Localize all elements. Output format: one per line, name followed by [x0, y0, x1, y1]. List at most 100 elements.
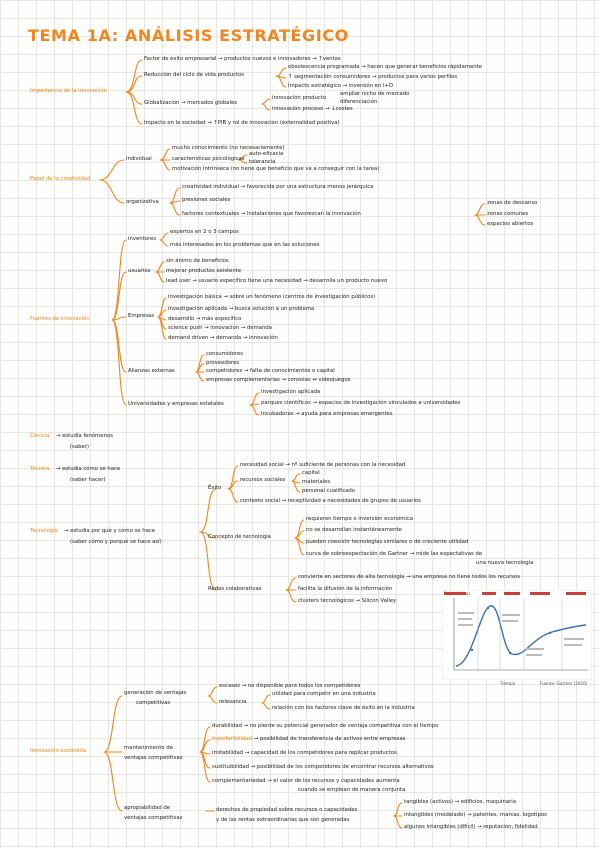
note-line: personal cualificado — [302, 488, 356, 494]
note-line: sustituibilidad → posibilidad de los com… — [212, 764, 434, 770]
note-line: y de las rentas extraordinarias que son … — [216, 817, 350, 823]
note-line: Factor de éxito empresarial → productos … — [144, 56, 341, 62]
branch-label: individual — [126, 156, 152, 162]
creativity-root: Papel de la creatividad — [30, 176, 91, 182]
note-line: escasez → no disponible para todos los c… — [219, 683, 361, 689]
note-line: → estudia por qué y cómo se hace — [64, 528, 156, 534]
highlighted-term: transferibilidad — [212, 736, 254, 742]
note-line: sin ánimo de beneficios — [166, 258, 229, 264]
note-line: consumidores — [206, 351, 243, 357]
note-line: expertos en 2 o 3 campos — [170, 229, 239, 235]
note-line: obsolescencia programada → hacen que gen… — [288, 64, 482, 70]
note-line: mucho conocimiento (no necesariamente) — [172, 145, 285, 151]
sources-root: Fuentes de innovación — [30, 316, 90, 322]
branch-label: ventajas competitivas — [124, 755, 183, 761]
note-line: cuando se emplean de manera conjunta — [298, 787, 406, 793]
connector — [125, 75, 143, 93]
note-line: materiales — [302, 479, 331, 485]
note-line: características psicológicas — [172, 156, 245, 162]
note-line: no se desarrollan instantáneamente — [306, 527, 402, 533]
branch-label: inventores — [128, 236, 156, 242]
note-line: investigación aplicada — [261, 389, 321, 395]
chart-ylabel: Expectativas — [444, 591, 471, 596]
ciencia-term: Ciencia — [30, 433, 50, 439]
note-line: (saber cómo y porqué se hace así) — [70, 539, 162, 545]
note-line: empresas complementarias → consolas ↔ vi… — [206, 377, 351, 383]
note-line: creatividad individual → favorecida por … — [182, 184, 374, 190]
note-line: ↑ segmentación consumidores → productos … — [288, 74, 458, 80]
sustained-innovation-root: Innovación sostenida — [30, 748, 87, 754]
connector — [125, 59, 143, 93]
note-line: incubadoras → ayuda para empresas emerge… — [261, 411, 393, 417]
branch-label: apropiabilidad de — [124, 805, 171, 811]
chart-source: Fuente: Gartner (2016) — [540, 681, 588, 686]
note-line: → estudia cómo se hace — [56, 466, 121, 472]
note-line: curva de sobreexpectación de Gartner → m… — [306, 551, 483, 557]
note-line: motivación intrínseca (no tiene que bene… — [172, 166, 380, 172]
note-line: facilita la difusión de la información — [298, 586, 393, 592]
branch-label: Alianzas externas — [128, 368, 175, 374]
note-line: parques científicos → espacios de invest… — [261, 400, 461, 406]
note-line: → estudia fenómenos — [56, 433, 113, 439]
note-line: derechos de propiedad sobre recursos o c… — [216, 807, 358, 813]
note-line: tolerancia — [249, 159, 276, 165]
note-line: competidores → falta de conocimientos o … — [206, 368, 335, 374]
branch-label: Éxito — [208, 485, 222, 491]
connector — [125, 91, 143, 125]
note-line: utilidad para competir en una industria — [272, 691, 376, 697]
connector — [125, 91, 143, 105]
note-line: capital — [302, 470, 320, 476]
note-line: auto-eficacia — [249, 151, 284, 157]
note-line: factores contextuales → instalaciones qu… — [182, 211, 361, 217]
tecnica-term: Técnica — [30, 466, 50, 472]
note-line: innovación producto — [272, 95, 327, 101]
note-line: demand driven → demanda → innovación — [168, 335, 278, 341]
note-line: imitabilidad → capacidad de los competid… — [212, 750, 397, 756]
note-line: más interesados en los problemas que en … — [170, 242, 320, 248]
note-line: relación con los factores clave de éxito… — [272, 705, 415, 711]
branch-label: Universidades y empresas estatales — [128, 401, 224, 407]
note-line: (saber hacer) — [70, 477, 106, 483]
tecnologia-term: Tecnología — [30, 528, 58, 534]
note-line: diferenciación — [340, 99, 378, 105]
page-title: TEMA 1A: ANÁLISIS ESTRATÉGICO — [28, 26, 349, 45]
note-line: espacios abiertos — [487, 221, 534, 227]
note-line: requieren tiempo e inversión económica — [306, 516, 414, 522]
branch-label: Empresas — [128, 313, 155, 319]
note-line: (saber) — [70, 444, 89, 450]
note-line: tangibles (activos) → edificios, maquina… — [404, 799, 516, 805]
chart-xlabel: Tiempo — [500, 681, 516, 686]
note-line: zonas de descanso — [487, 200, 538, 206]
note-line: investigación básica → sobre un fenómeno… — [168, 294, 376, 300]
branch-label: ventajas competitivas — [124, 815, 183, 821]
note-line: contexto social → receptividad a necesid… — [240, 498, 421, 504]
note-line: ampliar nicho de mercado — [340, 91, 410, 97]
branch-label: Redes colaborativas — [208, 586, 262, 592]
branch-label: mantenimiento de — [124, 745, 173, 751]
importance-root: Importancia de la innovación — [30, 88, 107, 94]
branch-label: generación de ventajas — [124, 690, 187, 696]
branch-label: Concepto de tecnología — [208, 534, 271, 540]
note-line: recursos sociales — [240, 477, 286, 483]
branch-label: competitivas — [136, 700, 171, 706]
note-line: intangibles (modelado) → patentes, marca… — [404, 812, 547, 818]
note-line: transferibilidad → posibilidad de transf… — [212, 736, 406, 742]
branch-label: usuarios — [128, 268, 151, 274]
note-line: una nueva tecnología — [476, 560, 534, 566]
note-line: convierte en sectores de alta tecnología… — [298, 574, 521, 580]
note-line: durabilidad → no pierde su potencial gen… — [212, 723, 439, 729]
gartner-hype-cycle-figure — [442, 590, 592, 680]
note-line: complementariedad → el valor de los recu… — [212, 778, 400, 784]
note-line: Impacto en la sociedad → ↑PIB y rol de i… — [144, 120, 340, 126]
note-line: Reducción del ciclo de vida productos — [144, 72, 244, 78]
note-line: pueden coexistir tecnologías similares o… — [306, 539, 469, 545]
note-line: presiones sociales — [182, 197, 231, 203]
note-line: zonas comunes — [487, 211, 529, 217]
note-line: algunos intangibles (difícil) → reputaci… — [404, 824, 538, 830]
note-line: clústers tecnológicos → Silicon Valley — [298, 598, 397, 604]
note-line: necesidad social → nº suficiente de pers… — [240, 462, 406, 468]
note-line: mejorar productos existente — [166, 268, 242, 274]
note-line: Globalización → mercados globales — [144, 100, 238, 106]
note-line: relevancia — [219, 699, 247, 705]
